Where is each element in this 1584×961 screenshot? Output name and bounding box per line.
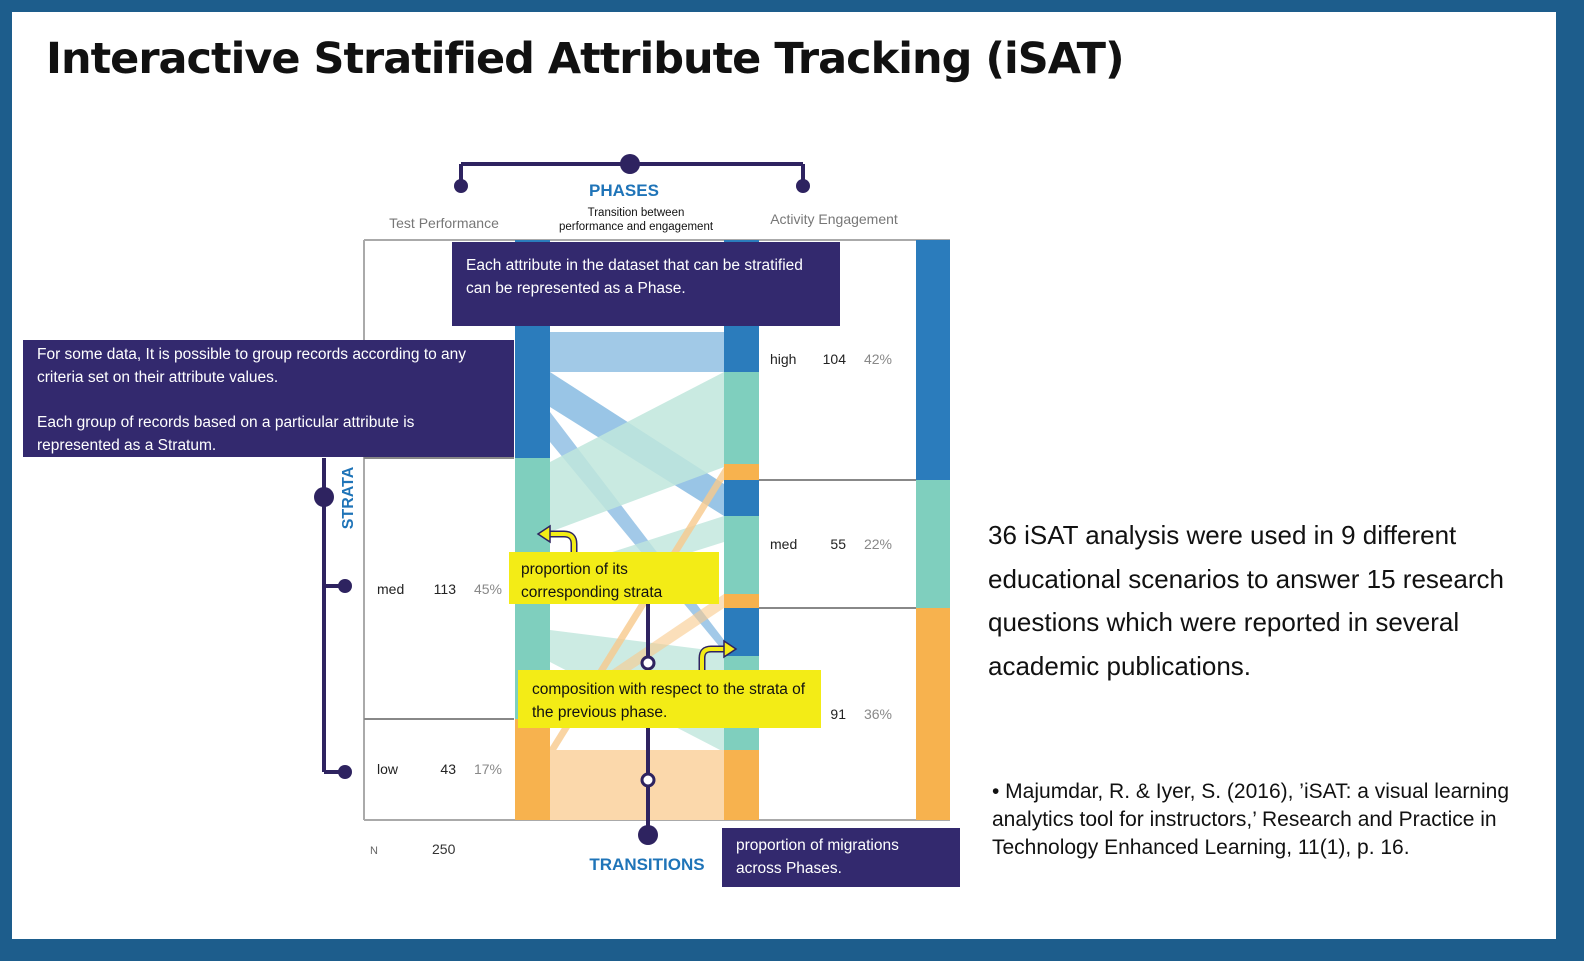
phases-sublabel: Transition between xyxy=(588,207,685,219)
migrations-callout: proportion of migrations across Phases. xyxy=(722,828,960,887)
phase-callout: Each attribute in the dataset that can b… xyxy=(452,242,840,326)
strata-label: STRATA xyxy=(340,466,357,529)
strata-callout-text: Each group of records based on a particu… xyxy=(37,414,415,454)
strata-bracket xyxy=(314,458,352,779)
right-phase-bar xyxy=(724,240,759,820)
phases-label: PHASES xyxy=(589,181,659,200)
composition-text: composition with respect to the strata o… xyxy=(532,681,806,721)
transitions-label: TRANSITIONS xyxy=(589,855,704,874)
slide-title: Interactive Stratified Attribute Trackin… xyxy=(46,34,1125,84)
left-stratum-percent: 45% xyxy=(474,581,502,597)
phase-left-label: Test Performance xyxy=(389,215,499,231)
right-stratum-count: 55 xyxy=(830,536,846,552)
flow-high-high xyxy=(550,332,724,372)
arrow-icon xyxy=(698,639,738,670)
right-stratum-count: 91 xyxy=(830,706,846,722)
left-stratum-count: 113 xyxy=(434,581,457,597)
phases-bracket xyxy=(454,154,810,193)
summary-text: 36 iSAT analysis were used in 9 differen… xyxy=(988,520,1504,681)
flow-low-low xyxy=(550,750,724,820)
right-stratum-name: high xyxy=(770,351,796,367)
reference-text: • Majumdar, R. & Iyer, S. (2016), ’iSAT:… xyxy=(992,780,1510,859)
strata-callout: For some data, It is possible to group r… xyxy=(23,340,514,457)
strata-callout-text: For some data, It is possible to group r… xyxy=(37,346,467,386)
right-stratum-percent: 42% xyxy=(864,351,892,367)
left-stratum-percent: 17% xyxy=(474,761,502,777)
right-stratum-percent: 22% xyxy=(864,536,892,552)
migrations-text: proportion of migrations across Phases. xyxy=(736,837,899,877)
strata-proportion-text: proportion of its corresponding strata xyxy=(521,561,663,601)
right-stratum-percent: 36% xyxy=(864,706,892,722)
strata-proportion-callout: proportion of its corresponding strata xyxy=(509,552,719,604)
right-stratum-count: 104 xyxy=(823,351,847,367)
right-summary-bar xyxy=(916,240,950,820)
phases-sublabel: performance and engagement xyxy=(559,221,714,233)
left-stratum-name: med xyxy=(377,581,404,597)
phase-callout-text: Each attribute in the dataset that can b… xyxy=(466,257,803,297)
phase-right-label: Activity Engagement xyxy=(770,211,898,227)
right-stratum-name: med xyxy=(770,536,797,552)
arrow-icon xyxy=(536,524,578,560)
left-stratum-count: 43 xyxy=(440,761,456,777)
slide: Interactive Stratified Attribute Trackin… xyxy=(12,12,1556,939)
composition-callout: composition with respect to the strata o… xyxy=(518,670,821,728)
diagram-frame xyxy=(363,239,950,821)
n-value: 250 xyxy=(432,841,456,857)
left-stratum-name: low xyxy=(377,761,399,777)
n-label: N xyxy=(370,845,378,857)
flow-med-high xyxy=(550,372,724,532)
